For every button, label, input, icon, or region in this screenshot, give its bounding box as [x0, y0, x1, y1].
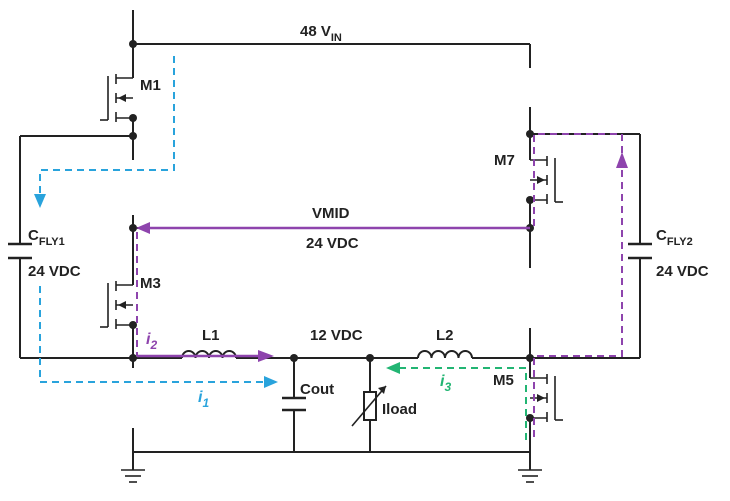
i3-current-path	[386, 362, 527, 440]
vmid-label: VMID	[312, 205, 350, 222]
iload-label: Iload	[382, 401, 417, 418]
m5-label: M5	[493, 372, 514, 389]
cfly2-capacitor	[628, 242, 652, 260]
ground-right-icon	[518, 452, 542, 483]
i3-label: i3	[440, 373, 451, 394]
vmid-voltage-label: 24 VDC	[306, 235, 359, 252]
m7-label: M7	[494, 152, 515, 169]
m5-mosfet	[530, 374, 563, 422]
cfly1-capacitor	[8, 242, 32, 260]
l1-inductor	[181, 350, 237, 359]
i2-label: i2	[146, 331, 157, 352]
i1-label: i1	[198, 389, 209, 410]
cfly2-voltage-label: 24 VDC	[656, 263, 709, 280]
l1-label: L1	[202, 327, 220, 344]
m1-label: M1	[140, 77, 161, 94]
cout-capacitor	[282, 396, 306, 412]
m7-mosfet	[530, 156, 563, 204]
cfly1-label: CFLY1	[28, 227, 65, 248]
ground-left-icon	[121, 452, 145, 483]
i2-current-path	[136, 133, 628, 440]
l2-inductor	[417, 350, 473, 359]
cout-label: Cout	[300, 381, 334, 398]
output-voltage-label: 12 VDC	[310, 327, 363, 344]
iload-resistor	[351, 385, 387, 427]
m3-label: M3	[140, 275, 161, 292]
i1-current-path	[34, 56, 278, 388]
vin-label: 48 VIN	[300, 23, 342, 44]
m1-mosfet	[100, 74, 133, 122]
m3-mosfet	[100, 281, 133, 329]
cfly2-label: CFLY2	[656, 227, 693, 248]
l2-label: L2	[436, 327, 454, 344]
junction-dots	[129, 40, 534, 422]
cfly1-voltage-label: 24 VDC	[28, 263, 81, 280]
